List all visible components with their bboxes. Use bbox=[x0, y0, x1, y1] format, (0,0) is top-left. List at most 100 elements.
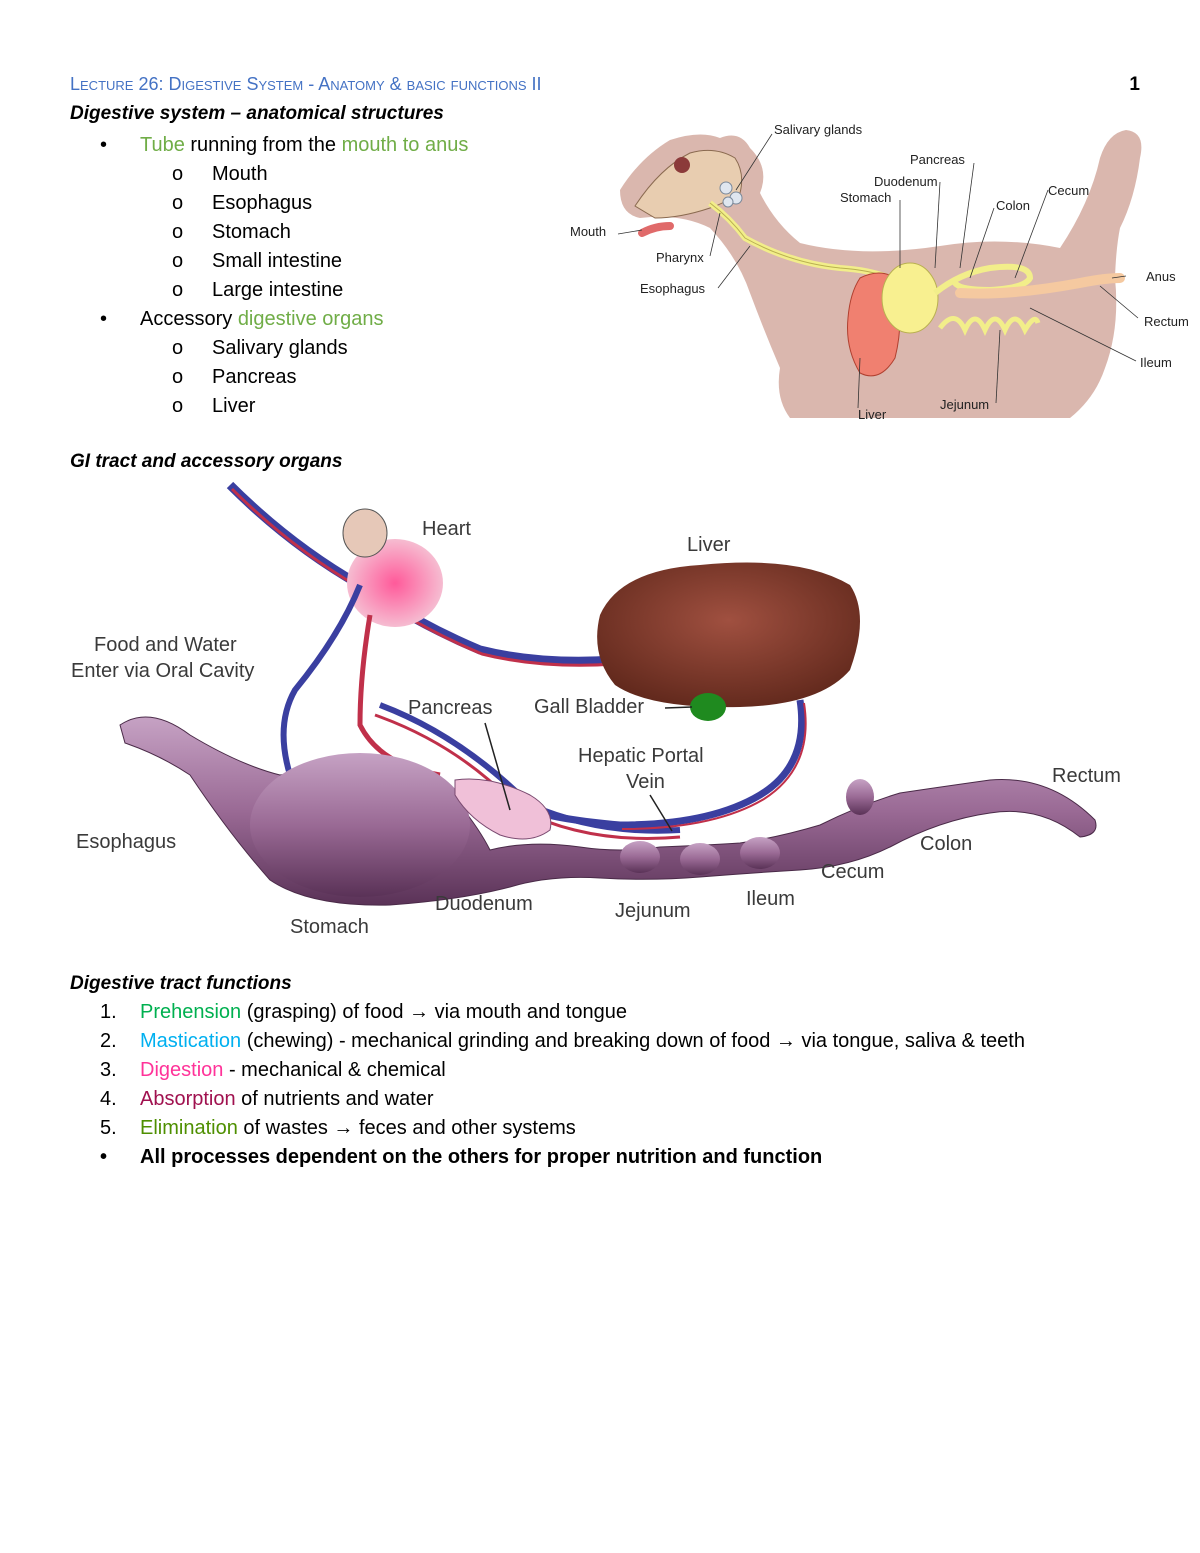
section-heading-gi-tract: GI tract and accessory organs bbox=[70, 451, 343, 472]
gi-label-ileum: Ileum bbox=[746, 888, 795, 910]
gi-label-gall-bladder: Gall Bladder bbox=[534, 696, 644, 718]
list-item-text: Large intestine bbox=[212, 279, 344, 301]
function-term: Digestion bbox=[140, 1059, 224, 1081]
function-item: 5.Elimination of wastes → feces and othe… bbox=[100, 1114, 1025, 1143]
dog-eye bbox=[674, 157, 690, 173]
tube-middle: running from the bbox=[184, 134, 342, 156]
function-number: 2. bbox=[100, 1030, 117, 1052]
functions-list: 1.Prehension (grasping) of food → via mo… bbox=[100, 998, 1025, 1172]
function-description: (grasping) of food → via mouth and tongu… bbox=[241, 1001, 627, 1023]
dog-label-duodenum: Duodenum bbox=[874, 174, 938, 189]
vessel-branch bbox=[357, 614, 441, 778]
liver-shape bbox=[597, 562, 860, 708]
dog-label-jejunum: Jejunum bbox=[940, 397, 989, 412]
circle-bullet-icon: o bbox=[172, 163, 184, 185]
dog-label-stomach: Stomach bbox=[840, 190, 891, 205]
dog-colon bbox=[955, 273, 1125, 299]
dog-stomach bbox=[881, 262, 939, 334]
gi-label-cecum: Cecum bbox=[821, 861, 884, 883]
list-item: o Pancreas bbox=[100, 363, 468, 392]
list-item: o Esophagus bbox=[100, 189, 468, 218]
intestine-loop bbox=[740, 837, 780, 869]
list-item-text: Pancreas bbox=[212, 366, 297, 388]
list-item-text: Salivary glands bbox=[212, 337, 348, 359]
function-number: 1. bbox=[100, 1001, 117, 1023]
function-item: 3. Digestion - mechanical & chemical bbox=[100, 1056, 1025, 1085]
section-heading-structures: Digestive system – anatomical structures bbox=[70, 103, 444, 124]
tube-suffix: mouth to anus bbox=[341, 134, 469, 156]
function-number: 3. bbox=[100, 1059, 117, 1081]
circle-bullet-icon: o bbox=[172, 279, 184, 301]
section-heading-functions: Digestive tract functions bbox=[70, 973, 292, 994]
list-item-text: Stomach bbox=[212, 221, 291, 243]
dog-label-salivary: Salivary glands bbox=[774, 122, 863, 137]
function-item: 1.Prehension (grasping) of food → via mo… bbox=[100, 998, 1025, 1027]
dog-label-mouth: Mouth bbox=[570, 224, 606, 239]
gi-label-jejunum: Jejunum bbox=[615, 900, 691, 922]
gi-tract-diagram: Heart Liver Food and Water Enter via Ora… bbox=[71, 481, 1121, 938]
list-item-text: Esophagus bbox=[212, 192, 313, 214]
function-number: 5. bbox=[100, 1117, 117, 1139]
intestine-loop bbox=[680, 843, 720, 875]
accessory-prefix: Accessory bbox=[140, 308, 238, 330]
list-item: o Small intestine bbox=[100, 247, 468, 276]
function-number: 4. bbox=[100, 1088, 117, 1110]
list-item: o Large intestine bbox=[100, 276, 468, 305]
stomach-shape bbox=[250, 753, 470, 897]
function-term: Elimination bbox=[140, 1117, 238, 1139]
dog-label-rectum: Rectum bbox=[1144, 314, 1189, 329]
circle-bullet-icon: o bbox=[172, 250, 184, 272]
hepatic-portal-vein-red bbox=[621, 702, 807, 830]
gi-label-hpv2: Vein bbox=[626, 771, 665, 793]
heart-top bbox=[342, 508, 388, 558]
circle-bullet-icon: o bbox=[172, 221, 184, 243]
list-item-text: Small intestine bbox=[212, 250, 343, 272]
gall-bladder-shape bbox=[690, 693, 726, 721]
gi-label-duodenum: Duodenum bbox=[435, 893, 533, 915]
accessory-bullet: •Accessory digestive organs bbox=[100, 305, 468, 334]
circle-bullet-icon: o bbox=[172, 366, 184, 388]
lecture-title: Lecture 26: Digestive System - Anatomy &… bbox=[70, 74, 1140, 95]
leader-lines bbox=[617, 133, 1139, 409]
gi-label-pancreas: Pancreas bbox=[408, 697, 493, 719]
gi-label-stomach: Stomach bbox=[290, 916, 369, 938]
lecture-title-text: Lecture 26: Digestive System - Anatomy &… bbox=[70, 74, 542, 94]
gi-label-colon: Colon bbox=[920, 833, 972, 855]
function-description: of nutrients and water bbox=[235, 1088, 434, 1110]
gi-label-liver: Liver bbox=[687, 534, 731, 556]
cecum-shape bbox=[846, 779, 874, 815]
gi-label-heart: Heart bbox=[422, 518, 471, 540]
tube-bullet: • Tube running from the mouth to anus bbox=[100, 131, 468, 160]
dog-tongue bbox=[638, 222, 674, 237]
vessel-branch bbox=[280, 583, 363, 776]
hepatic-portal-vein bbox=[528, 699, 806, 829]
function-item: 2.Mastication (chewing) - mechanical gri… bbox=[100, 1027, 1025, 1056]
tube-term: Tube bbox=[140, 134, 185, 156]
list-item: o Stomach bbox=[100, 218, 468, 247]
dog-jejunum bbox=[938, 316, 1041, 337]
intestine-loop bbox=[620, 841, 660, 873]
bullet-icon: • bbox=[100, 134, 108, 156]
list-item-text: Liver bbox=[212, 395, 256, 417]
pointer-line bbox=[649, 794, 673, 832]
page-number: 1 bbox=[1129, 74, 1140, 95]
function-description: - mechanical & chemical bbox=[223, 1059, 446, 1081]
dog-label-pancreas: Pancreas bbox=[910, 152, 965, 167]
gi-label-food2: Enter via Oral Cavity bbox=[71, 660, 254, 682]
bullet-icon: • bbox=[100, 308, 108, 330]
salivary-gland-shape bbox=[722, 196, 734, 208]
gi-label-esophagus: Esophagus bbox=[76, 831, 176, 853]
salivary-gland-shape bbox=[719, 181, 733, 195]
pointer-line bbox=[484, 722, 511, 811]
dog-label-ileum: Ileum bbox=[1140, 355, 1172, 370]
circle-bullet-icon: o bbox=[172, 192, 184, 214]
function-term: Mastication bbox=[140, 1030, 242, 1052]
dog-label-cecum: Cecum bbox=[1048, 183, 1089, 198]
function-item: 4.Absorption of nutrients and water bbox=[100, 1085, 1025, 1114]
pancreas-shape bbox=[454, 778, 552, 840]
dog-digestive-diagram: Salivary glands Pancreas Duodenum Stomac… bbox=[570, 122, 1189, 422]
dog-label-liver: Liver bbox=[858, 407, 887, 422]
